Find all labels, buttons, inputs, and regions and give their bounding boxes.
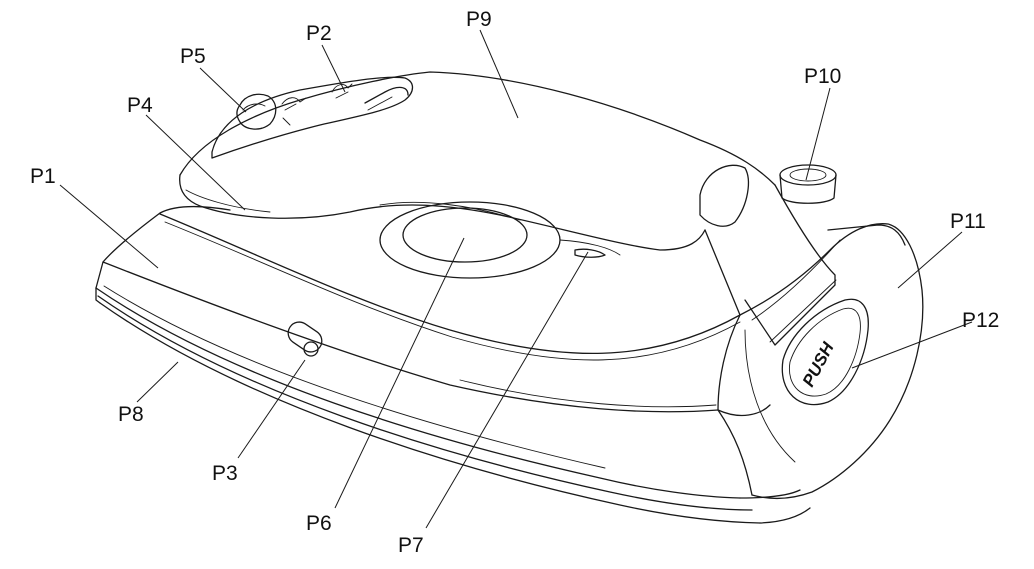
leader-p4 [145, 114, 246, 211]
filler-nozzle [779, 164, 837, 204]
callout-p2: P2 [306, 22, 332, 45]
leader-p5 [199, 67, 247, 113]
callout-p3: P3 [212, 462, 238, 485]
callout-p7: P7 [398, 534, 424, 557]
callout-p1: P1 [30, 165, 56, 188]
leader-p10 [805, 87, 831, 181]
handle [179, 71, 837, 346]
leader-p8 [136, 361, 179, 403]
callout-p6: P6 [306, 512, 332, 535]
leader-lines [59, 29, 973, 529]
callout-labels: P1 P2 P3 P4 P5 P6 P7 P8 P9 P10 P11 P12 [30, 8, 999, 557]
soleplate [95, 285, 811, 524]
leader-p1 [59, 184, 159, 269]
iron-housing [95, 205, 771, 496]
water-fill-area [379, 201, 621, 279]
push-button: PUSH [781, 298, 869, 406]
callout-p5: P5 [180, 45, 206, 68]
callout-p12: P12 [962, 309, 999, 332]
rear-cover [739, 223, 924, 500]
temperature-slider [287, 321, 323, 357]
callout-p4: P4 [127, 94, 153, 117]
leader-p3 [237, 359, 306, 459]
iron-drawing: PUSH [95, 71, 924, 524]
callout-p11: P11 [950, 210, 986, 233]
leader-p2 [321, 44, 346, 93]
callout-p9: P9 [466, 8, 492, 31]
leader-p11 [897, 231, 963, 289]
callout-p8: P8 [118, 403, 144, 426]
leader-p9 [479, 29, 519, 119]
push-button-label: PUSH [799, 339, 838, 390]
leader-p6 [334, 237, 465, 509]
leader-p12 [851, 321, 973, 369]
callout-p10: P10 [804, 65, 841, 88]
leader-p7 [425, 251, 589, 529]
control-panel [211, 76, 414, 159]
